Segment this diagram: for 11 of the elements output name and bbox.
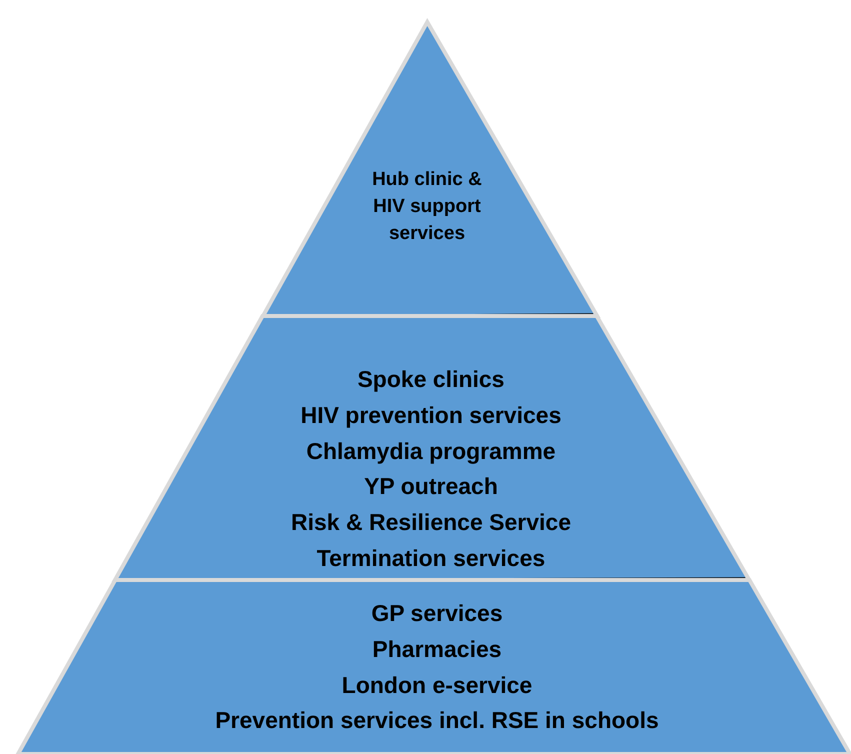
tier-text: Pharmacies xyxy=(372,634,502,664)
tier-text: London e-service xyxy=(342,670,532,700)
tier-text: Spoke clinics xyxy=(357,365,504,394)
tier-text: Termination services xyxy=(316,544,546,573)
tier-text: Prevention services incl. RSE in schools xyxy=(215,706,659,736)
tier-text: Risk & Resilience Service xyxy=(290,508,571,538)
tier-text: Hub clinic & HIV support services xyxy=(372,168,482,246)
tier-text: HIV prevention services xyxy=(300,400,562,430)
tier-text: Chlamydia programme xyxy=(306,436,556,466)
tier-text: GP services xyxy=(371,599,503,628)
tier-text: YP outreach xyxy=(364,472,498,502)
